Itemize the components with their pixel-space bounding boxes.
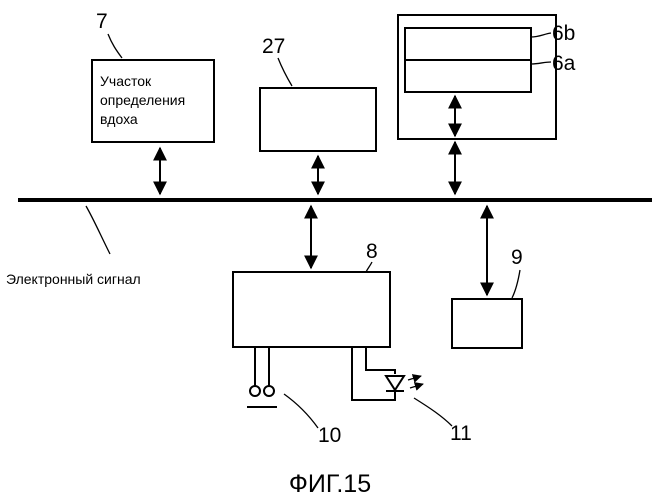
ref-9: 9: [511, 246, 523, 269]
leader-10: [284, 394, 318, 428]
terminal-10-left: [250, 386, 260, 396]
signal-label: Электронный сигнал: [6, 271, 141, 287]
led-11-wire-bottom: [352, 347, 395, 400]
figure-caption: ФИГ.15: [289, 470, 371, 498]
block-7-text-1: Участок: [100, 73, 152, 89]
led-11-wire-top: [366, 347, 395, 374]
leader-27: [278, 58, 292, 86]
ref-7: 7: [96, 10, 108, 33]
led-11-emit-2: [410, 384, 423, 388]
ref-27: 27: [262, 35, 285, 58]
block-8: [233, 272, 390, 347]
leader-signal: [86, 206, 110, 254]
leader-9: [512, 270, 520, 298]
block-27: [260, 88, 376, 151]
block-7-text-3: вдоха: [100, 111, 138, 127]
block-6b: [405, 28, 531, 60]
leader-11: [414, 398, 452, 426]
ref-6a: 6a: [552, 52, 576, 75]
ref-8: 8: [366, 240, 378, 263]
leader-7: [108, 34, 122, 58]
ref-11: 11: [450, 422, 472, 445]
led-11-emit-1: [408, 376, 421, 380]
block-7-text-2: определения: [100, 92, 185, 108]
block-6a: [405, 60, 531, 92]
terminal-10-right: [264, 386, 274, 396]
ref-6b: 6b: [552, 22, 575, 45]
ref-10: 10: [318, 424, 341, 447]
block-9: [452, 299, 522, 348]
leader-8: [366, 262, 372, 272]
led-11-diode: [386, 376, 404, 390]
